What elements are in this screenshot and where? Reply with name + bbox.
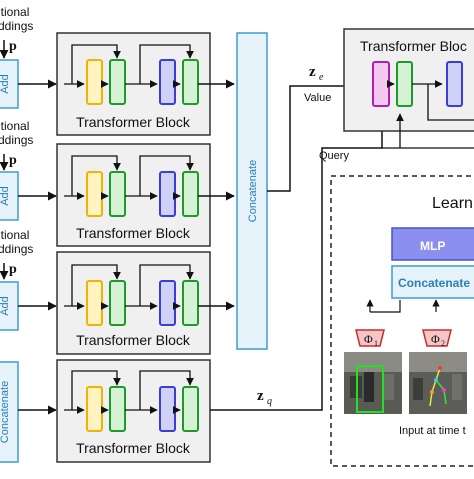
norm-layer <box>86 59 103 105</box>
add-box-1: Add <box>0 59 19 109</box>
svg-text:Add: Add <box>0 74 11 94</box>
add-norm-layer <box>182 59 199 105</box>
transformer-block-title: Transformer Block <box>76 332 191 348</box>
svg-text:ddings: ddings <box>0 242 33 256</box>
transformer-block-2: Transformer Block <box>56 143 211 247</box>
transformer-block-title: Transformer Block <box>76 114 191 130</box>
query-label: Query <box>319 150 349 162</box>
pos-embedding-label-1: itional ddings p <box>0 5 33 54</box>
pos-embedding-label-3: itional ddings p <box>0 228 33 277</box>
svg-text:ddings: ddings <box>0 133 33 147</box>
add-norm-layer <box>182 280 199 326</box>
add-norm-layer <box>396 61 413 107</box>
ze-label: z e <box>309 64 324 83</box>
norm-layer <box>86 386 103 432</box>
value-label: Value <box>304 92 331 104</box>
transformer-block-1: Transformer Block <box>56 32 211 136</box>
concatenate-small-label: Concatenate <box>398 276 470 290</box>
learn-title: Learn <box>432 195 473 212</box>
learnable-panel: Learn MLP Concatenate Φ 1 Φ 2 <box>330 175 474 467</box>
phi2-encoder: Φ 2 <box>422 329 452 348</box>
svg-text:p: p <box>9 39 17 54</box>
add-box-3: Add <box>0 281 19 331</box>
feed-forward-layer <box>446 61 463 107</box>
feed-forward-layer <box>159 386 176 432</box>
feed-forward-layer <box>159 280 176 326</box>
transformer-block-cross: Transformer Bloc <box>343 28 474 149</box>
svg-text:p: p <box>9 153 17 168</box>
add-norm-layer <box>109 171 126 217</box>
input-caption: Input at time t <box>399 425 466 437</box>
svg-text:e: e <box>319 72 324 83</box>
svg-text:2: 2 <box>441 339 445 348</box>
svg-text:Concatenate: Concatenate <box>247 160 259 222</box>
transformer-block-title: Transformer Block <box>76 440 191 456</box>
svg-text:p: p <box>9 262 17 277</box>
svg-text:z: z <box>309 64 316 80</box>
transformer-block-3: Transformer Block <box>56 251 211 355</box>
concatenate-main: Concatenate <box>236 32 268 350</box>
svg-text:q: q <box>267 396 272 407</box>
phi1-encoder: Φ 1 <box>355 329 385 348</box>
svg-text:Φ: Φ <box>431 332 440 346</box>
concatenate-small-box <box>391 265 474 299</box>
input-frame-1 <box>344 352 402 414</box>
feed-forward-layer <box>159 59 176 105</box>
norm-layer <box>86 171 103 217</box>
svg-text:Add: Add <box>0 186 11 206</box>
transformer-block-4: Transformer Block <box>56 359 211 463</box>
svg-text:ddings: ddings <box>0 19 33 33</box>
mlp-label: MLP <box>420 239 445 253</box>
cross-attention-layer <box>372 61 390 107</box>
ze-arrow <box>267 81 361 192</box>
mlp-box <box>391 227 474 261</box>
svg-text:1: 1 <box>374 339 378 348</box>
feed-forward-layer <box>159 171 176 217</box>
add-norm-layer <box>109 280 126 326</box>
svg-text:itional: itional <box>0 228 29 242</box>
norm-layer <box>86 280 103 326</box>
svg-text:z: z <box>257 388 264 404</box>
transformer-block-title: Transformer Bloc <box>360 38 467 54</box>
svg-text:Concatenate: Concatenate <box>0 381 11 443</box>
add-norm-layer <box>109 386 126 432</box>
transformer-block-title: Transformer Block <box>76 225 191 241</box>
add-norm-layer <box>182 386 199 432</box>
zq-label: z q <box>257 388 272 407</box>
zq-arrow <box>210 113 387 411</box>
concatenate-box-left: Concatenate <box>0 361 19 463</box>
input-frame-2 <box>409 352 467 414</box>
add-norm-layer <box>182 171 199 217</box>
svg-text:Add: Add <box>0 296 11 316</box>
svg-text:itional: itional <box>0 119 29 133</box>
add-norm-layer <box>109 59 126 105</box>
svg-text:itional: itional <box>0 5 29 19</box>
add-box-2: Add <box>0 171 19 221</box>
pos-embedding-label-2: itional ddings p <box>0 119 33 168</box>
svg-text:Φ: Φ <box>364 332 373 346</box>
